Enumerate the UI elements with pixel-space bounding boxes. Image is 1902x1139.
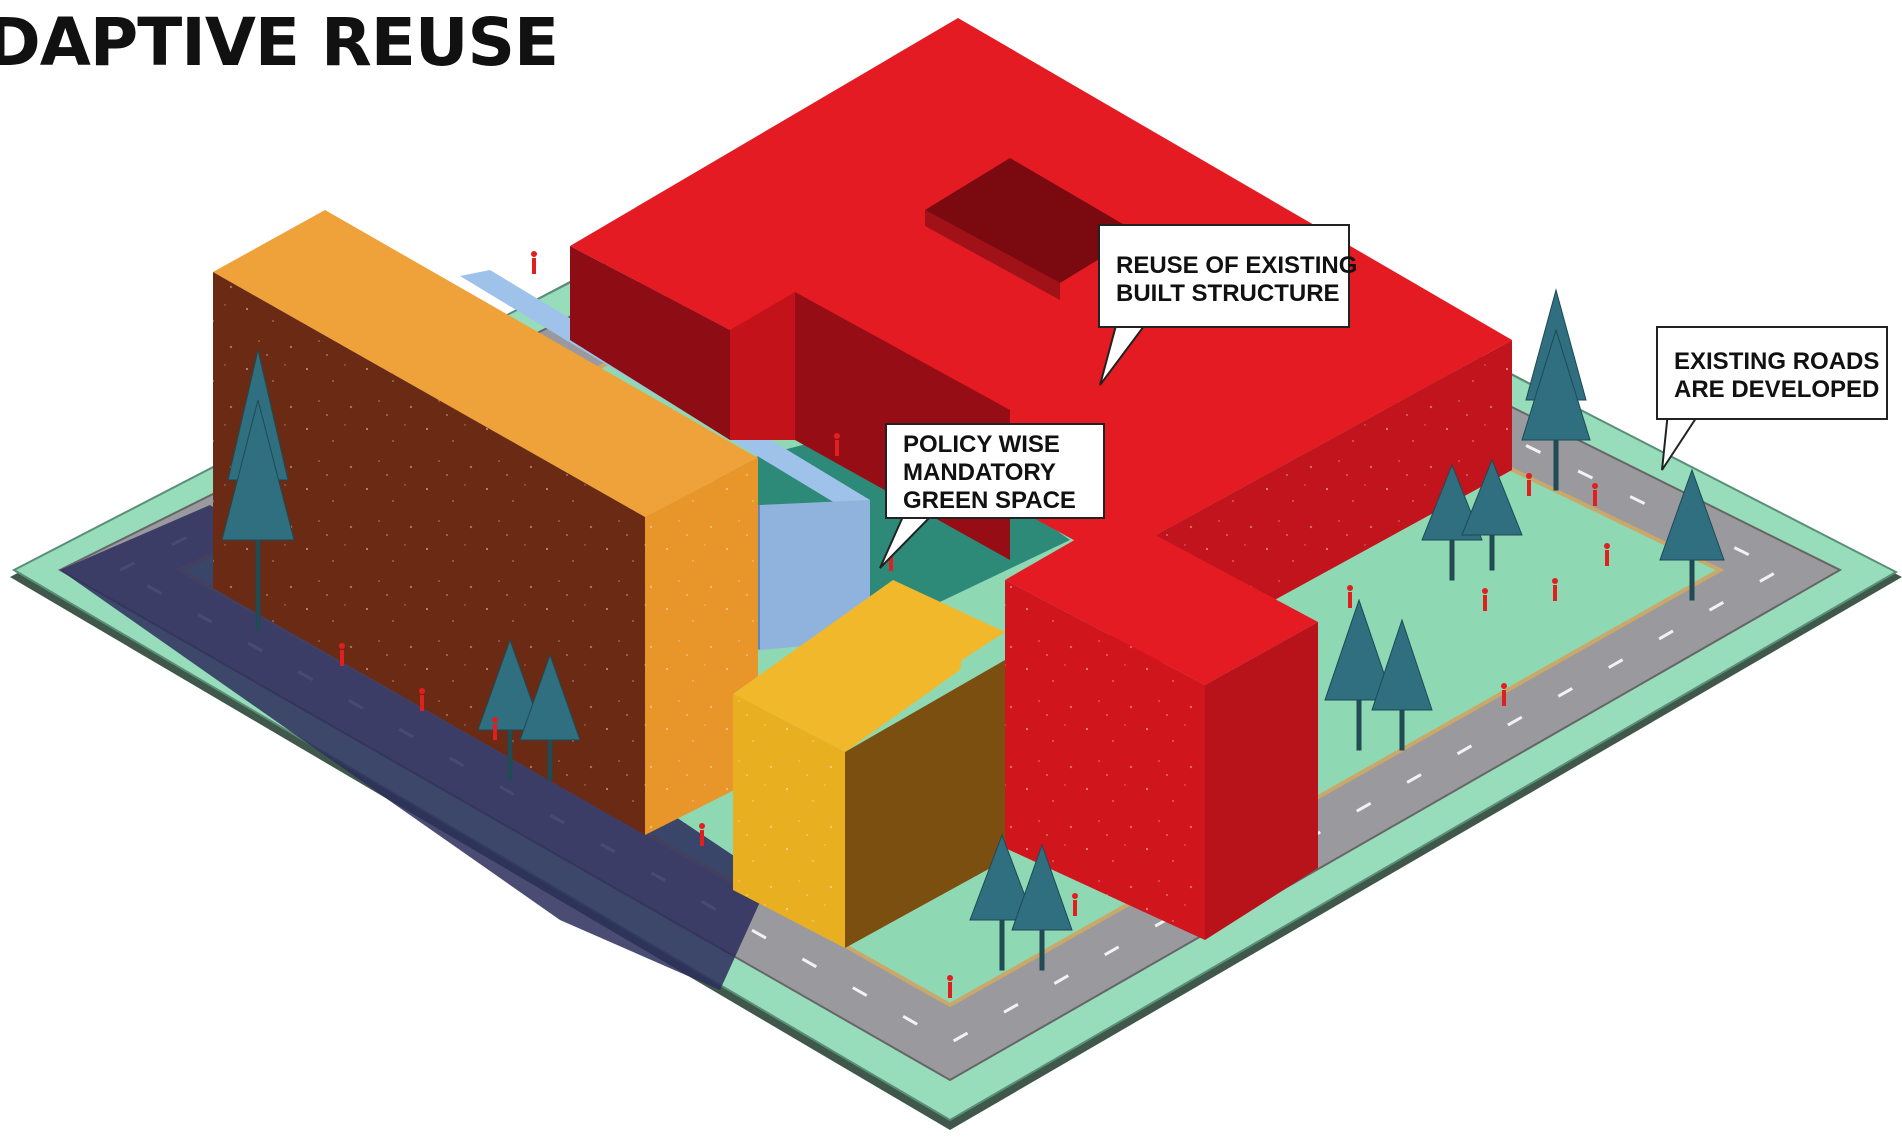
yellow-block [733,580,1005,948]
tree [969,833,1035,971]
trees [221,288,1725,971]
callout-line: GREEN SPACE [903,487,1076,514]
tree [477,638,543,781]
tree [1324,598,1394,751]
tree [1521,288,1591,491]
person-marker [419,688,425,711]
person-marker [834,433,840,456]
callout-line: POLICY WISE [903,431,1060,458]
diagram-title: DAPTIVE REUSE [0,4,559,81]
callout-line: MANDATORY [903,459,1056,486]
person-marker [1552,578,1558,601]
callout-existing-roads: EXISTING ROADS ARE DEVELOPED [1656,326,1888,420]
person-marker [1501,683,1507,706]
person-marker [492,717,498,740]
person-marker [947,975,953,998]
callout-line: BUILT STRUCTURE [1116,280,1340,307]
callout-line: ARE DEVELOPED [1674,376,1880,403]
person-marker [1604,543,1610,566]
callout-mandatory-green-space: POLICY WISE MANDATORY GREEN SPACE [885,423,1105,519]
person-marker [1072,893,1078,916]
person-marker [1482,588,1488,611]
person-marker [531,251,537,274]
person-marker [699,823,705,846]
tree [221,349,295,631]
callout-line: REUSE OF EXISTING [1116,252,1358,279]
callout-reuse-existing-structure: REUSE OF EXISTING BUILT STRUCTURE [1098,224,1358,328]
person-marker [1592,483,1598,506]
tree [1461,458,1523,571]
tree [1371,618,1433,751]
person-marker [339,643,345,666]
callout-line: EXISTING ROADS [1674,348,1880,375]
tree [1011,843,1073,971]
red-front-block [1005,515,1318,940]
tree [519,653,581,781]
person-marker [1347,585,1353,608]
building-shadow [60,505,770,990]
tree [1659,468,1725,601]
person-marker [1526,473,1532,496]
